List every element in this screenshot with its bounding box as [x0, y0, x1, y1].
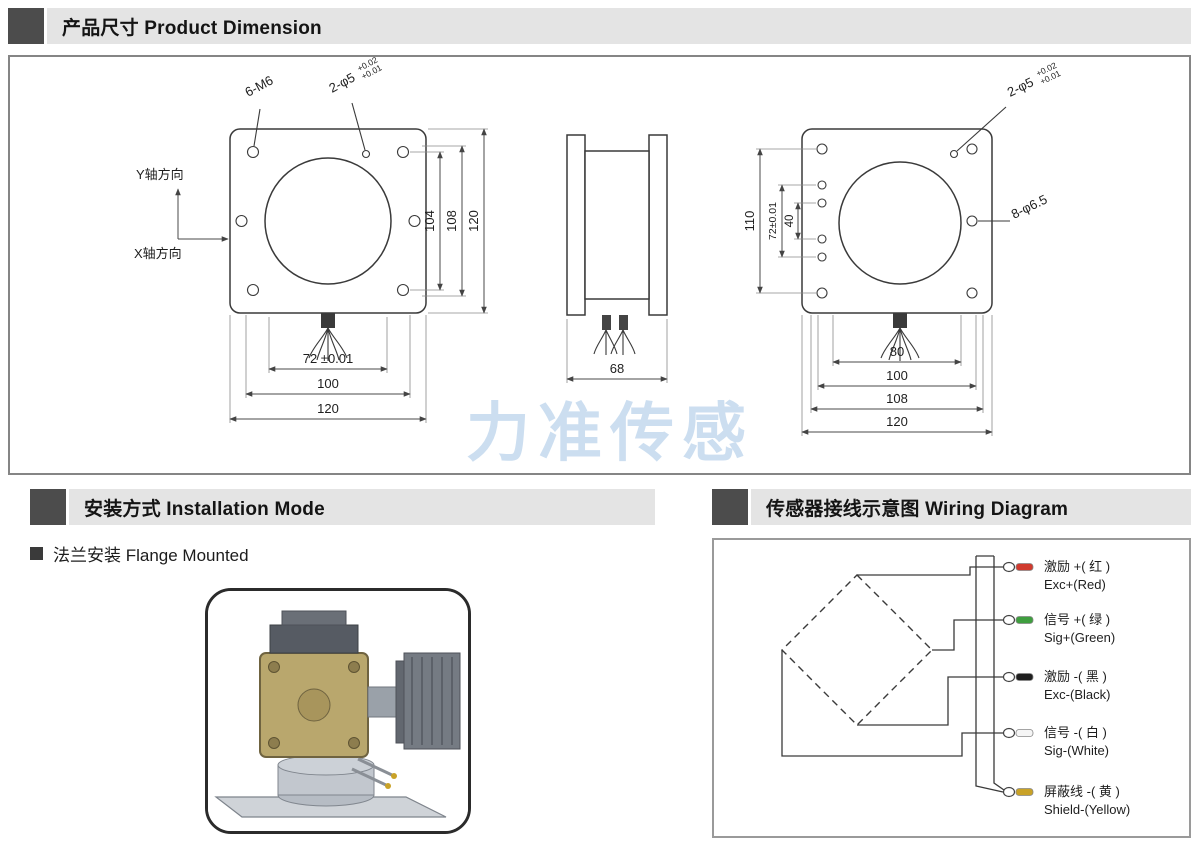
bridge-diamond — [781, 574, 933, 726]
rear-pin-label: 2-φ5 — [1005, 74, 1036, 99]
terminal-label-cn: 信号 +( 绿 ) — [1044, 612, 1110, 627]
header-accent-square — [8, 8, 44, 44]
terminal-label-en: Exc+(Red) — [1044, 577, 1106, 592]
side-cable-gland — [602, 315, 611, 330]
terminal-sig-plus: 信号 +( 绿 ) Sig+(Green) — [1002, 612, 1115, 645]
terminal-label-en: Sig+(Green) — [1044, 630, 1115, 645]
rear-dim-80: 80 — [890, 344, 904, 359]
side-dim-68: 68 — [610, 361, 624, 376]
wire-tip-yellow — [1015, 788, 1034, 796]
rear-dim-40: 40 — [784, 215, 796, 228]
rear-dim-110: 110 — [742, 211, 757, 232]
wiring-title: 传感器接线示意图 Wiring Diagram — [766, 498, 1069, 520]
dimension-drawing-panel: 6-M6 2-φ5 +0.02 +0.01 Y轴方向 X轴方向 104 — [8, 54, 1191, 475]
header-bar: 产品尺寸 Product Dimension — [47, 8, 1191, 44]
side-view-drawing: 68 — [566, 134, 668, 383]
header-accent-square — [712, 489, 748, 525]
rear-dim-100: 100 — [886, 368, 908, 383]
bullet-square-icon — [30, 547, 43, 560]
terminal-exc-minus: 激励 -( 黑 ) Exc-(Black) — [1002, 669, 1110, 702]
product-dimension-title: 产品尺寸 Product Dimension — [62, 17, 322, 39]
flange-mounted-row: 法兰安装 Flange Mounted — [30, 541, 249, 566]
installation-header: 安装方式 Installation Mode — [30, 489, 655, 525]
installation-title: 安装方式 Installation Mode — [84, 498, 325, 520]
wire-tip-white — [1015, 729, 1034, 737]
front-cable-gland — [321, 313, 335, 328]
rear-cable-gland — [893, 313, 907, 328]
header-bar: 安装方式 Installation Mode — [69, 489, 655, 525]
front-thread-label: 6-M6 — [242, 72, 275, 99]
terminal-ring-icon — [1002, 614, 1016, 626]
axis-x-label: X轴方向 — [134, 246, 182, 261]
flange-mounted-label: 法兰安装 Flange Mounted — [53, 546, 249, 565]
watermark: 力准传感 — [466, 397, 754, 469]
terminal-label-en: Sig-(White) — [1044, 743, 1109, 758]
installation-photo — [208, 591, 468, 831]
terminal-label-cn: 激励 +( 红 ) — [1044, 559, 1110, 574]
terminal-label-en: Exc-(Black) — [1044, 687, 1110, 702]
wiring-diagram: 激励 +( 红 ) Exc+(Red) 信号 +( 绿 ) Sig+(Green… — [781, 555, 1130, 817]
wire-tip-black — [1015, 673, 1034, 681]
front-pin-label: 2-φ5 — [326, 70, 357, 96]
product-dimension-header: 产品尺寸 Product Dimension — [8, 8, 1191, 44]
terminal-ring-icon — [1002, 727, 1016, 739]
rear-hole-label: 8-φ6.5 — [1009, 192, 1050, 222]
wiring-diagram-panel: 激励 +( 红 ) Exc+(Red) 信号 +( 绿 ) Sig+(Green… — [712, 538, 1191, 838]
wire-tip-red — [1015, 563, 1034, 571]
terminal-sig-minus: 信号 -( 白 ) Sig-(White) — [1002, 725, 1109, 758]
terminal-ring-icon — [1002, 671, 1016, 683]
rear-dim-108: 108 — [886, 391, 908, 406]
terminal-shield: 屏蔽线 -( 黄 ) Shield-(Yellow) — [1002, 784, 1130, 817]
terminal-label-cn: 信号 -( 白 ) — [1044, 725, 1107, 740]
front-dim-100: 100 — [317, 376, 339, 391]
product-dimension-drawing: 6-M6 2-φ5 +0.02 +0.01 Y轴方向 X轴方向 104 — [134, 54, 1062, 469]
rear-view-drawing: 2-φ5 +0.02 +0.01 8-φ6.5 110 72±0.01 — [742, 60, 1062, 436]
installation-photo-frame — [205, 588, 471, 834]
axis-y-label: Y轴方向 — [136, 167, 184, 182]
terminal-exc-plus: 激励 +( 红 ) Exc+(Red) — [1002, 559, 1110, 592]
wiring-header: 传感器接线示意图 Wiring Diagram — [712, 489, 1191, 525]
front-view-drawing: 6-M6 2-φ5 +0.02 +0.01 Y轴方向 X轴方向 104 — [134, 54, 488, 423]
terminal-ring-icon — [1002, 786, 1016, 798]
rear-dim-120: 120 — [886, 414, 908, 429]
front-dim-120b: 120 — [317, 401, 339, 416]
terminal-label-en: Shield-(Yellow) — [1044, 802, 1130, 817]
terminal-label-cn: 激励 -( 黑 ) — [1044, 669, 1107, 684]
terminal-ring-icon — [1002, 561, 1016, 573]
rear-dim-72: 72±0.01 — [767, 202, 779, 240]
front-dim-72: 72 ±0.01 — [303, 351, 354, 366]
front-dim-120v: 120 — [466, 210, 481, 232]
terminal-label-cn: 屏蔽线 -( 黄 ) — [1044, 784, 1120, 799]
front-dim-108: 108 — [444, 210, 459, 232]
wire-tip-green — [1015, 616, 1034, 624]
side-cable-gland — [619, 315, 628, 330]
header-bar: 传感器接线示意图 Wiring Diagram — [751, 489, 1191, 525]
header-accent-square — [30, 489, 66, 525]
front-dim-104: 104 — [422, 210, 437, 232]
